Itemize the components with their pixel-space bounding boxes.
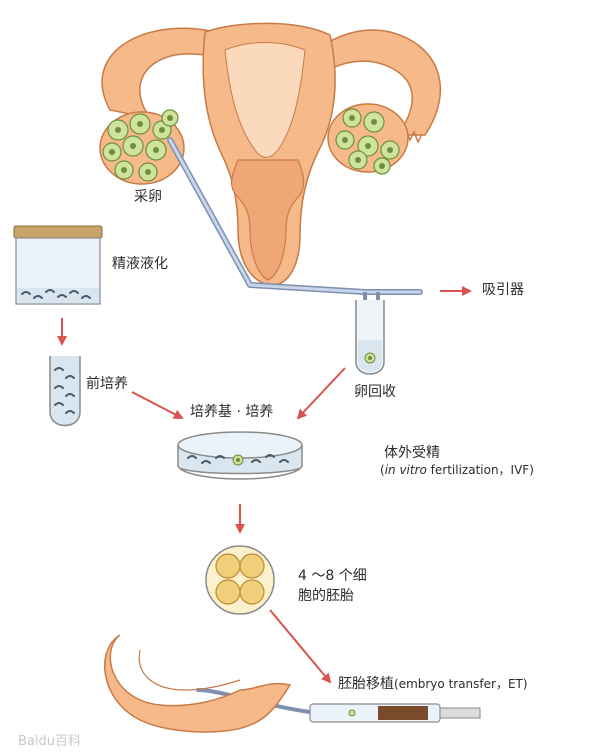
- label-embryo-line1: 4 ～8 个细: [298, 568, 367, 584]
- label-semen-liquefaction: 精液液化: [112, 256, 168, 272]
- petri-dish: [177, 431, 303, 480]
- label-egg-recovery: 卵回收: [354, 384, 396, 400]
- baidu-watermark-logo: Baidu百科: [18, 734, 81, 749]
- uterus-illustration: [101, 22, 441, 286]
- flow-arrows: [57, 286, 472, 684]
- semen-jar: [13, 225, 103, 305]
- label-preculture: 前培养: [86, 376, 128, 392]
- right-ovary-follicles: [327, 103, 409, 175]
- label-egg-retrieval: 采卵: [134, 189, 162, 205]
- preculture-tube: [49, 356, 81, 427]
- embryo-4-8-cells: [205, 545, 275, 615]
- egg-collection-tube: [355, 300, 385, 375]
- label-aspirator: 吸引器: [482, 282, 524, 298]
- left-ovary-follicles: [99, 109, 185, 185]
- label-ivf-subtitle: (in vitro fertilization，IVF): [380, 463, 534, 477]
- uterine-cavity: [224, 42, 306, 158]
- label-culture-medium: 培养基 · 培养: [190, 404, 274, 420]
- transfer-uterus: [103, 634, 292, 733]
- label-embryo-line2: 胞的胚胎: [298, 588, 354, 604]
- cervix: [230, 159, 305, 281]
- arrow-tube-to-dish: [131, 391, 184, 419]
- label-ivf-title: 体外受精: [384, 445, 440, 461]
- label-embryo-transfer: 胚胎移植(embryo transfer，ET): [338, 676, 528, 692]
- arrow-recovery-to-dish: [296, 367, 346, 420]
- arrow-embryo-to-transfer: [269, 609, 332, 684]
